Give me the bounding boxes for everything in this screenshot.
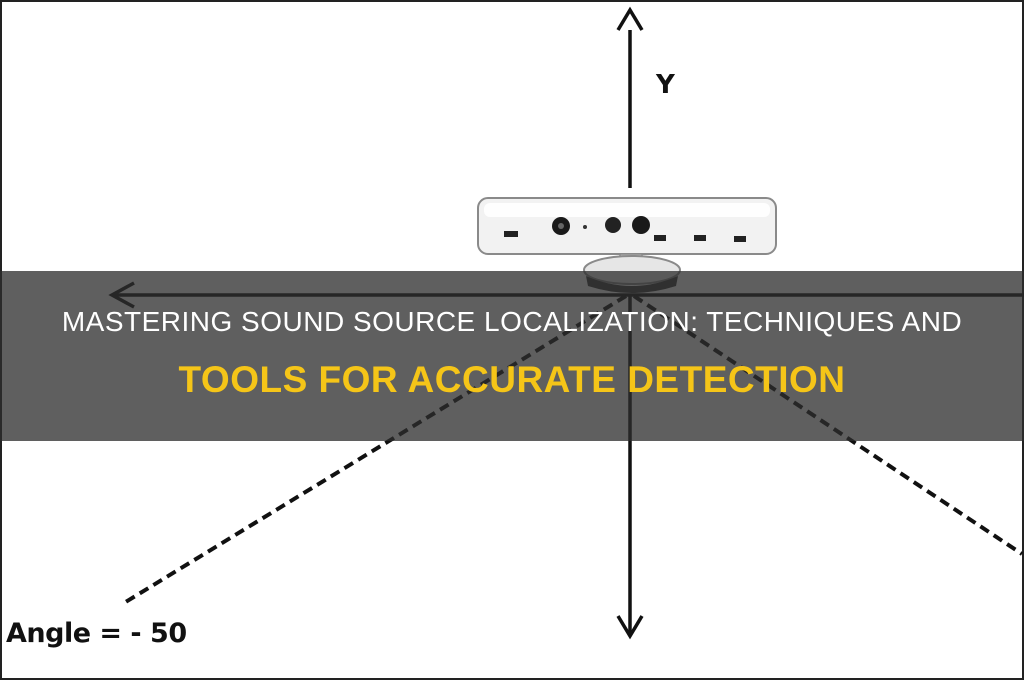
sensor-lens-rgb <box>605 217 621 233</box>
sensor-mic-slot <box>734 236 746 242</box>
sensor-mic-slot <box>694 235 706 241</box>
y-axis-arrowhead-up <box>618 10 642 30</box>
sensor-highlight <box>484 203 770 217</box>
sensor-lens-depth <box>632 216 650 234</box>
angle-label: Angle = - 50 <box>6 618 187 649</box>
sensor-mic-slot <box>654 235 666 241</box>
sensor-lens-glint <box>558 223 564 229</box>
title-banner: MASTERING SOUND SOURCE LOCALIZATION: TEC… <box>0 271 1024 441</box>
page-title-line2: TOOLS FOR ACCURATE DETECTION <box>179 355 846 405</box>
page-title-line1: MASTERING SOUND SOURCE LOCALIZATION: TEC… <box>62 303 962 341</box>
y-axis-label: Y <box>656 70 675 100</box>
sensor-mic-slot <box>504 231 518 237</box>
sensor-led <box>583 225 587 229</box>
